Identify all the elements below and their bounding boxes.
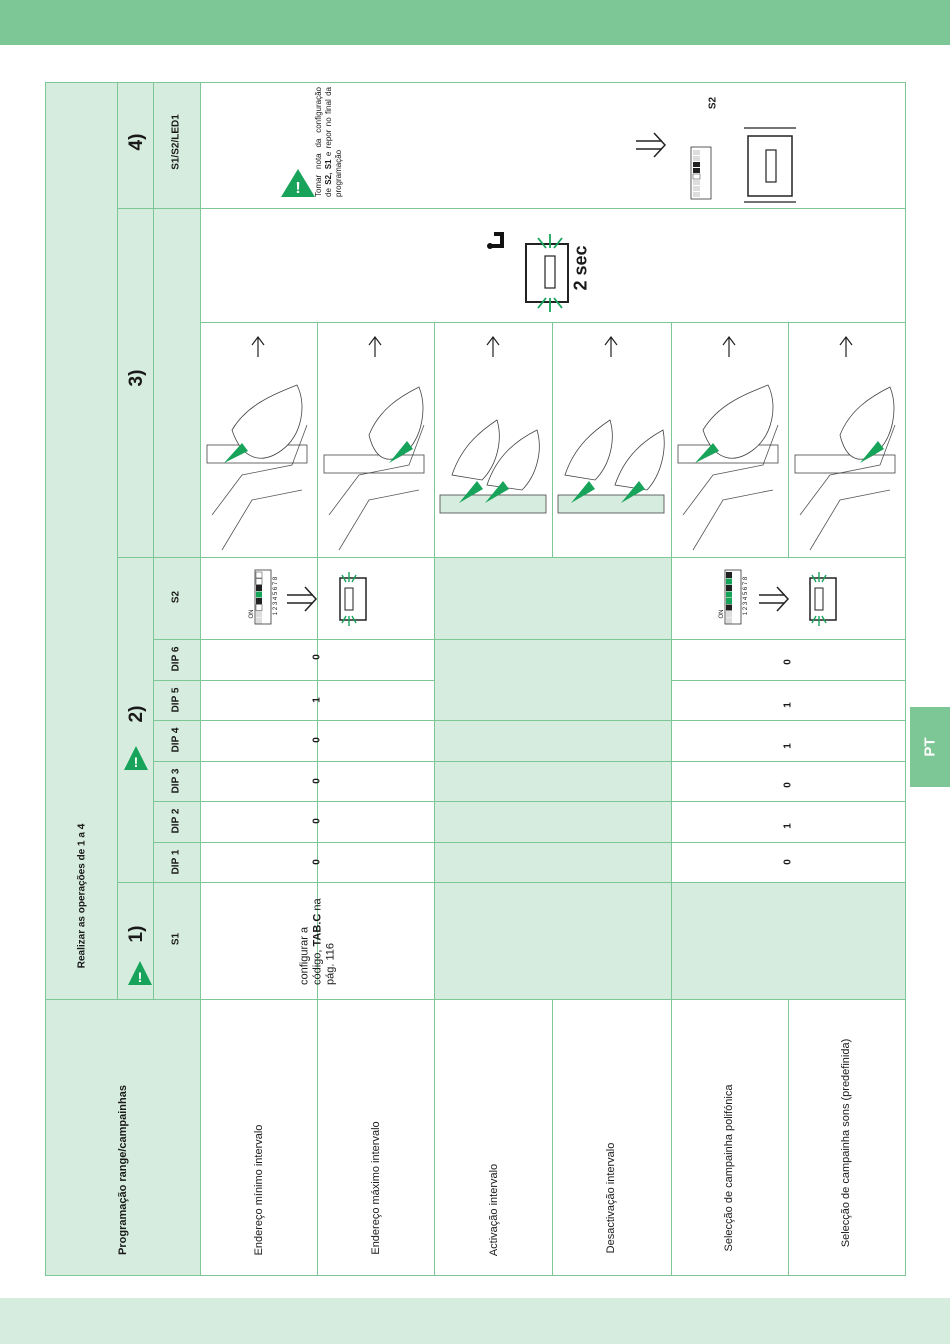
- hold-time-label: 2 sec: [570, 245, 591, 291]
- svg-text:!: !: [138, 969, 143, 985]
- music-note-icon: [487, 232, 504, 249]
- instruction-band: [45, 82, 117, 999]
- arrow-right-icon-2: [759, 586, 790, 612]
- header-bar: [0, 0, 950, 45]
- dip4-value-range: 0: [311, 737, 323, 743]
- title-cell: [45, 999, 200, 1275]
- empty-s1-region: [671, 882, 906, 999]
- s2-label-step4: S2: [707, 96, 719, 110]
- hand-press-illustration-polyphonic: [677, 336, 779, 551]
- dip2-value-range: 0: [311, 818, 323, 824]
- dip6-value-ring: 0: [782, 659, 794, 665]
- s1-header: S1: [170, 932, 182, 946]
- dip3-header: DIP 3: [170, 768, 182, 794]
- row-label-deactivation: Desactivação intervalo: [605, 1142, 617, 1254]
- hands-press-illustration-deactivate: [557, 336, 665, 514]
- step1-label: 1): [126, 925, 147, 943]
- dip3-value-ring: 0: [782, 782, 794, 788]
- page-title: Programação range/campainhas: [117, 1085, 129, 1255]
- row-label-min-address: Endereço mínimo intervalo: [253, 1124, 265, 1256]
- step3-label: 3): [126, 369, 147, 387]
- dip-switch-on-label-1: ON: [249, 609, 255, 619]
- row-label-polyphonic: Selecção de campainha polifónica: [723, 1084, 735, 1252]
- s1-config-text: configurar a código, TAB.C na pág. 116: [298, 898, 337, 985]
- dip1-header: DIP 1: [170, 849, 182, 875]
- arrow-right-icon-3: [636, 132, 667, 158]
- row-label-activation: Activação intervalo: [488, 1163, 500, 1257]
- svg-text:!: !: [295, 180, 300, 197]
- device-led-icon: [744, 127, 796, 203]
- dip6-header: DIP 6: [170, 646, 182, 672]
- dip1-value-range: 0: [311, 859, 323, 865]
- dip-switch-diagram-1: [254, 569, 272, 625]
- hands-press-illustration-activate: [439, 336, 547, 514]
- empty-dip-region: [434, 557, 671, 999]
- dip-switch-on-label-2: ON: [719, 609, 725, 619]
- led-hold-icon: [525, 234, 569, 312]
- dip6-value-range: 0: [311, 654, 323, 660]
- hand-press-illustration-max: [323, 336, 425, 551]
- dip2-header: DIP 2: [170, 808, 182, 834]
- dip3-value-range: 0: [311, 778, 323, 784]
- dip5-value-range: 1: [311, 697, 323, 703]
- dip4-value-ring: 1: [782, 743, 794, 749]
- warning-icon-step2: !: [124, 746, 148, 770]
- dip2-value-ring: 1: [782, 823, 794, 829]
- language-tab[interactable]: PT: [910, 707, 950, 787]
- row-label-sounds: Selecção de campainha sons (predefinida): [840, 1038, 852, 1248]
- s2-header: S2: [170, 590, 182, 604]
- hand-press-illustration-sounds: [794, 336, 896, 551]
- warning-icon-step1: !: [128, 961, 152, 985]
- s1s2led1-header: S1/S2/LED1: [170, 114, 182, 170]
- led-blink-icon-2: [809, 572, 837, 626]
- step4-label: 4): [126, 133, 147, 151]
- footer-bar: [0, 1298, 950, 1344]
- dip5-header: DIP 5: [170, 687, 182, 713]
- step4-note: Tomar nota da configuração de S2, S1 e r…: [314, 86, 343, 197]
- row-label-max-address: Endereço máximo intervalo: [370, 1121, 382, 1255]
- language-tab-label: PT: [921, 737, 939, 757]
- step2-label: 2): [126, 705, 147, 723]
- dip-switch-diagram-2: [724, 569, 742, 625]
- hand-press-illustration-min: [206, 336, 308, 551]
- dip-switch-diagram-3: [690, 146, 712, 200]
- led-blink-icon-1: [339, 572, 367, 626]
- arrow-right-icon-1: [287, 586, 318, 612]
- dip4-header: DIP 4: [170, 727, 182, 753]
- instruction-text: Realizar as operações de 1 a 4: [76, 823, 88, 969]
- dip-switch-numbers-1: 1 2 3 4 5 6 7 8: [273, 576, 279, 616]
- dip5-value-ring: 1: [782, 702, 794, 708]
- dip1-value-ring: 0: [782, 859, 794, 865]
- svg-text:!: !: [134, 754, 139, 770]
- dip-switch-numbers-2: 1 2 3 4 5 6 7 8: [743, 576, 749, 616]
- warning-icon-step4: !: [281, 169, 315, 197]
